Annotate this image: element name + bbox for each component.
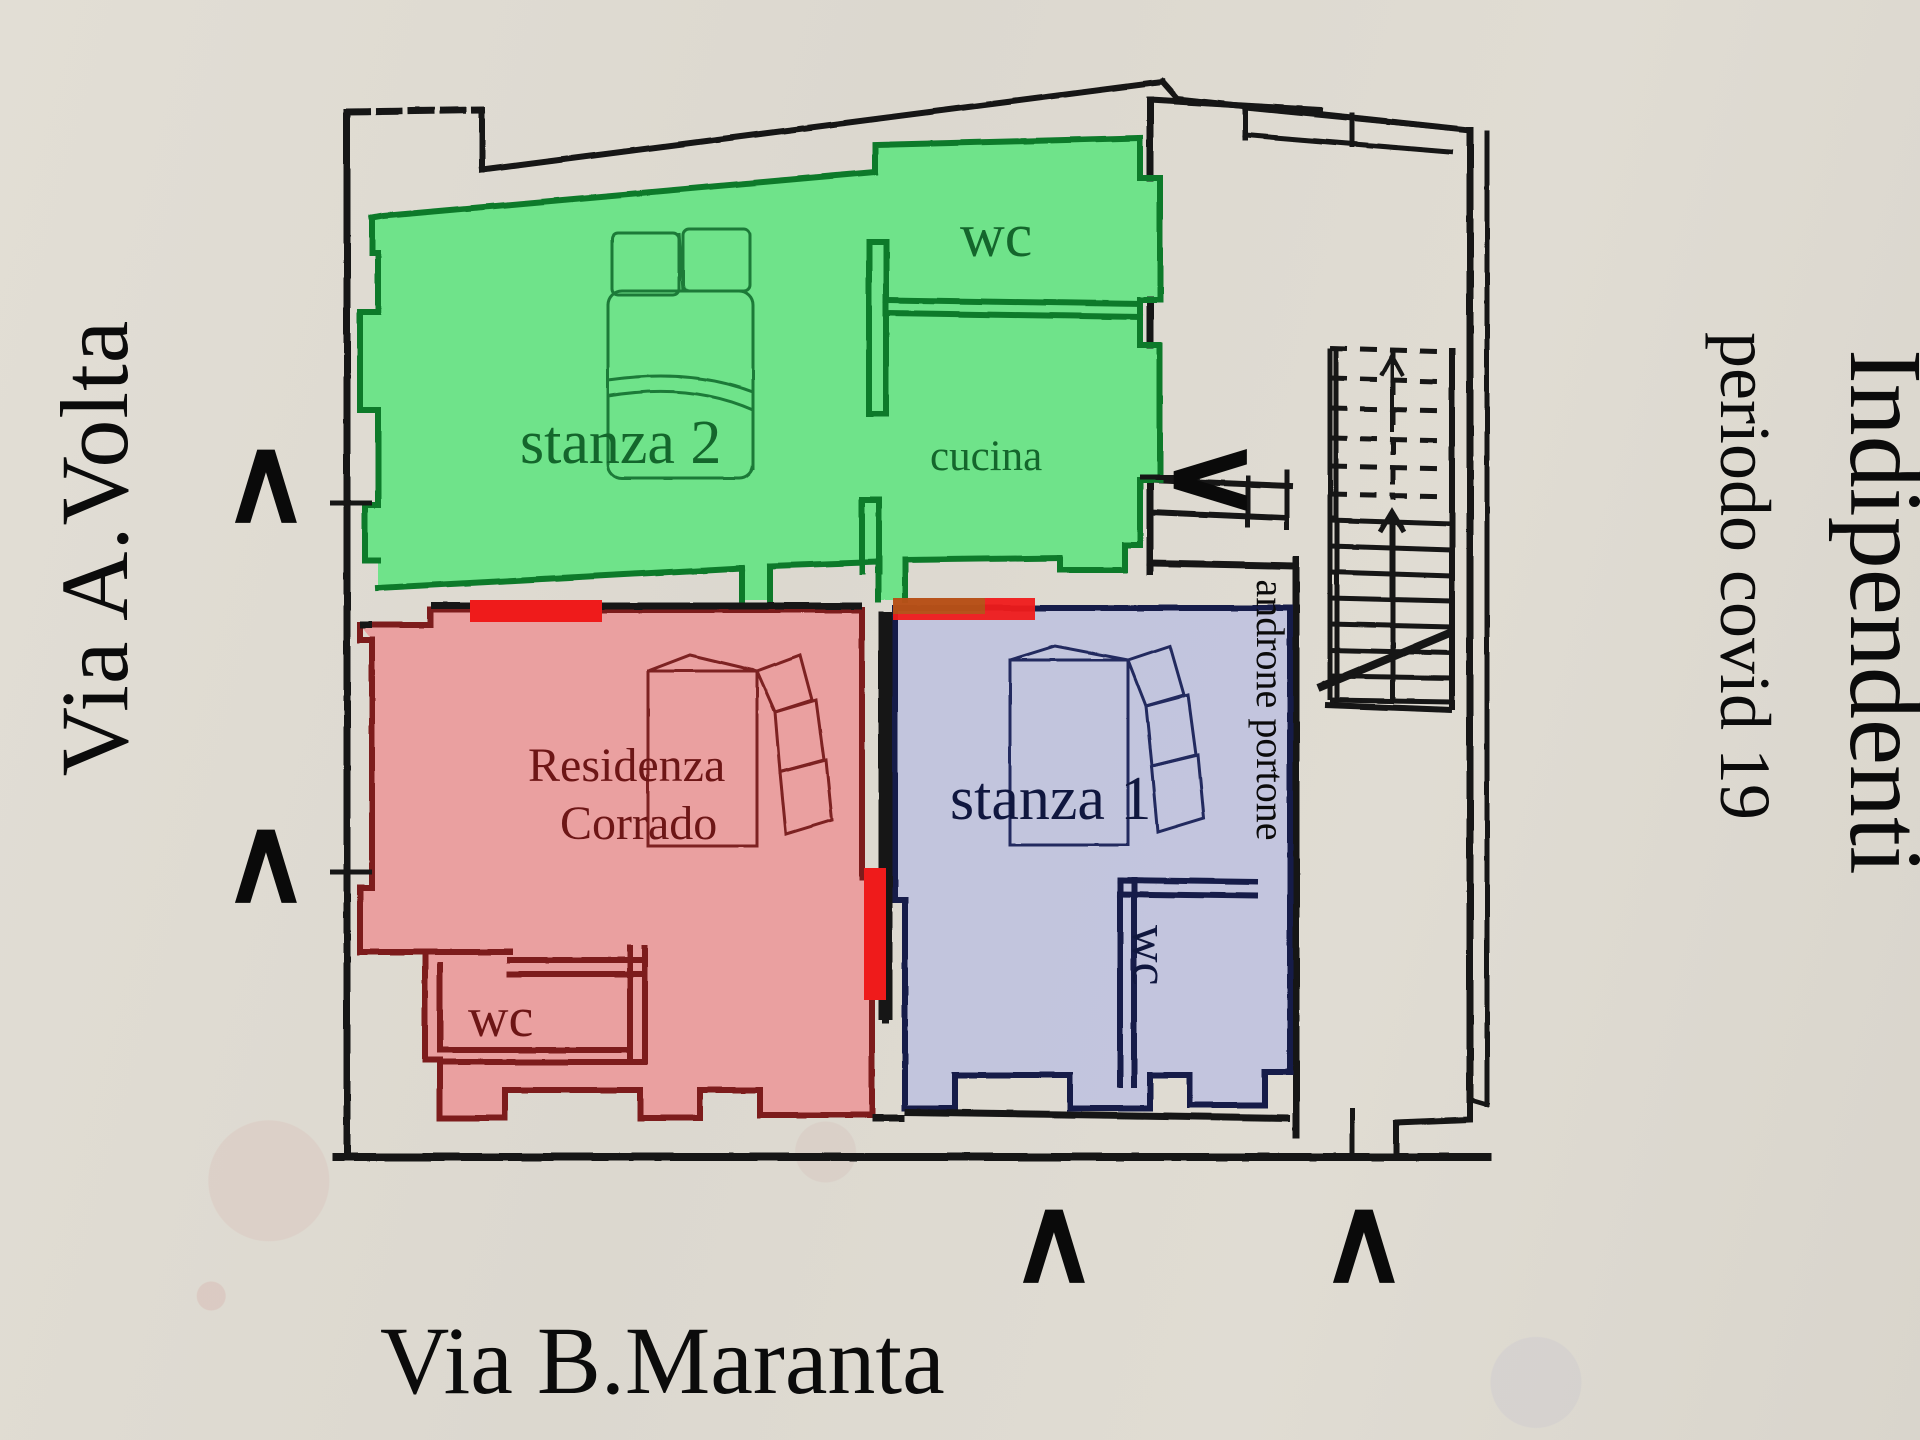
common-area-walls	[1146, 96, 1453, 1139]
unit-label-residenza-corrado-line2: Corrado	[560, 797, 718, 850]
blocked-door-green-red	[470, 600, 602, 622]
facade-openings	[330, 474, 1355, 1157]
unit-label-residenza-corrado-line1: Residenza	[528, 739, 726, 792]
blocked-door-red-blue	[864, 868, 886, 1000]
unit-fills	[360, 138, 1290, 1118]
bed-icon-green	[606, 227, 755, 480]
stairs	[1316, 345, 1455, 713]
street-label-via-b-maranta: Via B.Maranta	[380, 1307, 945, 1414]
label-androne-portone: androne portone	[1248, 579, 1293, 841]
unit-blue-walls	[892, 605, 1293, 1111]
room-label-blue-wc: wc	[1121, 925, 1178, 986]
blocked-door-markers	[470, 598, 1035, 1000]
blocked-door-green-blue-overlay	[893, 598, 985, 614]
unit-blue-fill	[895, 608, 1290, 1108]
page-title: Indipendenti	[1828, 349, 1920, 875]
entry-chevron-bottom-left: ∧	[1010, 1173, 1098, 1307]
street-label-via-a-volta: Via A.Volta	[41, 319, 148, 777]
entry-chevron-left-lower: ∧	[222, 793, 310, 927]
room-label-green-wc: wc	[960, 202, 1033, 270]
entry-chevron-courtyard: ∧	[1136, 436, 1271, 524]
room-label-cucina: cucina	[930, 433, 1043, 480]
unit-green-fill	[360, 138, 1160, 600]
page-subtitle: periodo covid 19	[1705, 332, 1785, 820]
sofa-icon-red	[646, 653, 834, 848]
entry-chevron-bottom-right: ∧	[1320, 1173, 1408, 1307]
sofa-icon-blue	[1008, 644, 1206, 847]
unit-red-fill	[360, 610, 872, 1118]
room-label-stanza-1: stanza 1	[950, 765, 1152, 833]
unit-red-walls	[357, 607, 875, 1121]
unit-green-walls	[357, 134, 1163, 603]
room-label-red-wc: wc	[468, 987, 534, 1049]
room-label-stanza-2: stanza 2	[520, 409, 722, 477]
entry-chevron-left-upper: ∧	[222, 413, 310, 547]
